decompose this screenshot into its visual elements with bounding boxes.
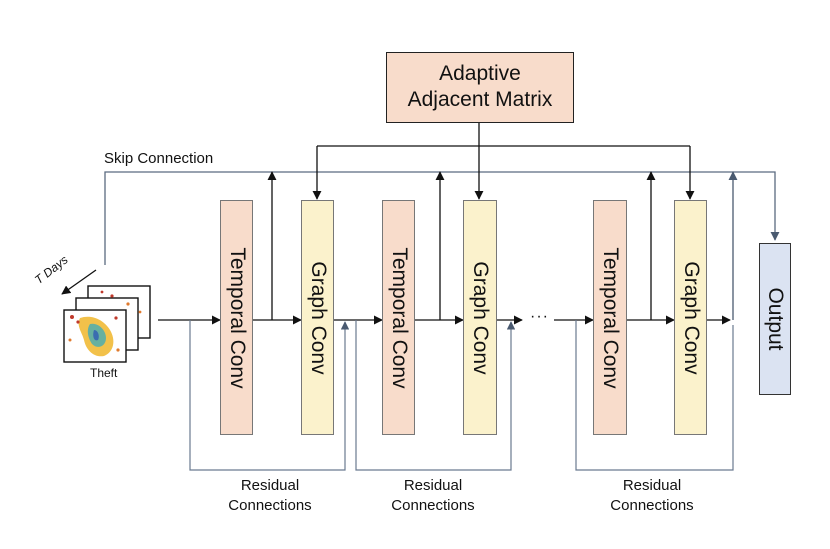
residual-label-line1: Residual [240,477,300,494]
residual-label-line2: Connections [610,497,694,514]
residual-label-line1: Residual [622,477,682,494]
residual-label-2: Residual Connections [368,476,498,516]
graph-conv-block-2: Graph Conv [463,200,497,435]
temporal-conv-block-n: Temporal Conv [593,200,627,435]
temporal-conv-label: Temporal Conv [387,246,411,389]
skip-up-arrows [267,171,656,320]
temporal-conv-block-1: Temporal Conv [220,200,253,435]
graph-conv-label: Graph Conv [679,260,703,375]
residual-label-line2: Connections [391,497,475,514]
ellipsis: ··· [530,308,549,325]
graph-conv-label: Graph Conv [469,260,492,375]
graph-conv-block-1: Graph Conv [301,200,334,435]
theft-label: Theft [90,366,118,380]
residual-label-line1: Residual [403,477,463,494]
temporal-conv-label: Temporal Conv [225,246,249,389]
temporal-conv-block-2: Temporal Conv [382,200,415,435]
input-frames [61,269,151,363]
output-block: Output [759,243,791,395]
output-label: Output [764,287,787,351]
heatmap-blob [68,290,142,357]
residual-label-line2: Connections [228,497,312,514]
graph-conv-block-n: Graph Conv [674,200,707,435]
adaptive-adjacent-matrix-box: Adaptive Adjacent Matrix [386,52,574,123]
graph-conv-label: Graph Conv [306,260,330,375]
adaptive-matrix-title-line1: Adaptive [439,62,521,85]
temporal-conv-label: Temporal Conv [599,246,622,389]
adaptive-matrix-title-line2: Adjacent Matrix [407,88,553,111]
residual-label-1: Residual Connections [205,476,335,516]
skip-connection-label: Skip Connection [104,150,214,167]
adaptive-matrix-lines [312,123,695,200]
residual-lines [189,320,734,471]
residual-label-3: Residual Connections [587,476,717,516]
